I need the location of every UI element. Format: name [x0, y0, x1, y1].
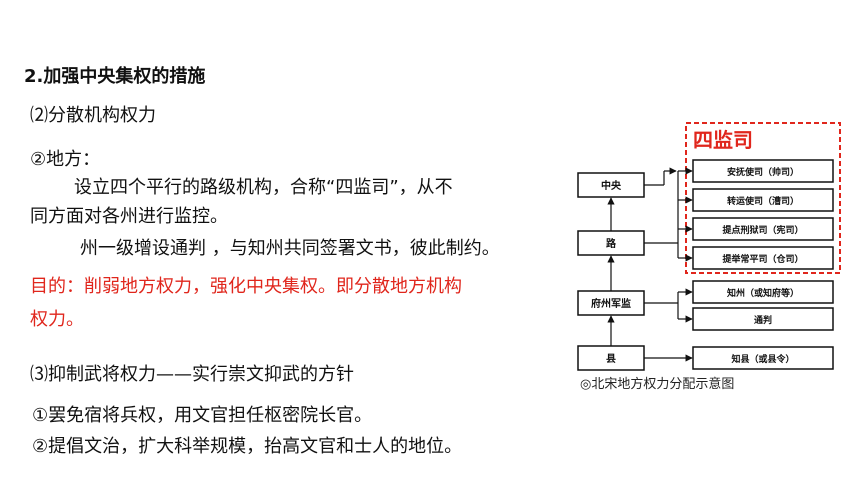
- section-3-heading: ⑶抑制武将权力——实行崇文抑武的方针: [30, 364, 354, 385]
- prefect-box: [692, 280, 834, 304]
- paragraph-1-line-1: 设立四个平行的路级机构，合称“四监司”，从不: [74, 177, 453, 198]
- purpose-line-1: 目的：削弱地方权力，强化中央集权。即分散地方机构: [30, 276, 462, 297]
- supervisor-box-2: [692, 188, 834, 212]
- paragraph-1-line-2: 同方面对各州进行监控。: [30, 206, 228, 227]
- county-magistrate: 知县（或县令）: [730, 353, 794, 365]
- supervisor-box-1: [692, 159, 834, 183]
- supervisor-4: 提举常平司（仓司）: [722, 253, 803, 265]
- county-magistrate-box: [692, 346, 834, 370]
- node-prefecture: 府州军监: [591, 297, 631, 310]
- diagram-caption: ◎北宋地方权力分配示意图: [580, 377, 735, 392]
- four-supervisors-label: 四监司: [693, 128, 753, 152]
- section-2-heading: ⑵分散机构权力: [30, 105, 156, 126]
- vice-prefect-box: [692, 307, 834, 331]
- supervisor-1: 安抚使司（帅司）: [727, 166, 799, 178]
- node-circuit-box: [577, 230, 645, 256]
- node-prefecture-box: [577, 290, 645, 316]
- purpose-line-2: 权力。: [30, 309, 84, 330]
- supervisor-3: 提点刑狱司（宪司）: [722, 224, 803, 236]
- local-label: ②地方：: [30, 149, 101, 170]
- bullet-2: ②提倡文治，扩大科举规模，抬高文官和士人的地位。: [32, 436, 463, 457]
- supervisor-box-3: [692, 217, 834, 241]
- bullet-1: ①罢免宿将兵权，用文官担任枢密院长官。: [32, 405, 373, 426]
- node-circuit: 路: [606, 237, 617, 250]
- supervisor-2: 转运使司（漕司）: [727, 195, 799, 207]
- node-county: 县: [606, 353, 616, 365]
- vice-prefect: 通判: [754, 314, 772, 326]
- paragraph-2: 州一级增设通判 ，与知州共同签署文书，彼此制约。: [80, 238, 500, 259]
- prefect: 知州（或知府等）: [726, 287, 799, 299]
- supervisor-box-4: [692, 246, 834, 270]
- node-central: 中央: [601, 179, 622, 192]
- page-title: 2.加强中央集权的措施: [24, 66, 206, 87]
